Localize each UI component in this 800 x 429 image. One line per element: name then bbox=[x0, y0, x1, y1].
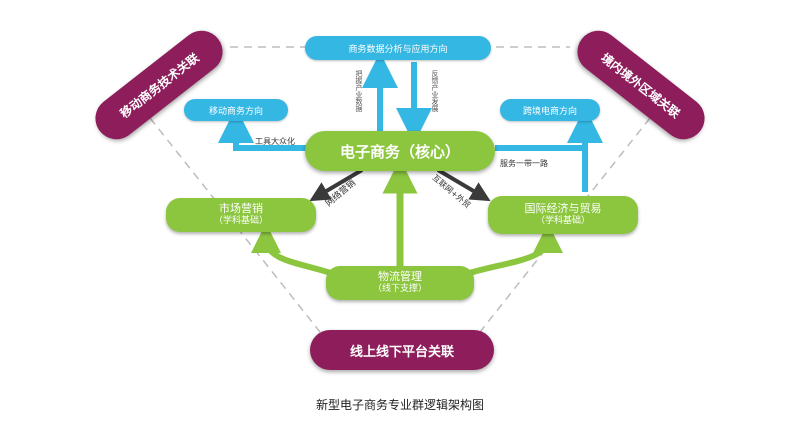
arrow-core-to-mobile bbox=[218, 107, 308, 151]
logistics-subtitle: （线下支撑） bbox=[372, 284, 427, 294]
arrow-core-to-crossborder bbox=[495, 107, 603, 151]
edge-label-feedback: 反馈产业发展 bbox=[431, 70, 439, 112]
node-mobile-commerce-direction: 移动商务方向 bbox=[184, 99, 288, 121]
arrow-logistics-to-trade bbox=[459, 223, 563, 279]
trade-subtitle: （学科基础） bbox=[535, 216, 590, 226]
node-logistics: 物流管理 （线下支撑） bbox=[326, 266, 474, 300]
marketing-title: 市场营销 bbox=[219, 202, 263, 215]
node-online-offline-association: 线上线下平台关联 bbox=[310, 330, 494, 370]
arrow-core-to-marketing bbox=[309, 168, 364, 202]
edge-label-grasp-data: 把握产业数据 bbox=[355, 70, 363, 112]
figure-caption: 新型电子商务专业群逻辑架构图 bbox=[315, 398, 484, 412]
dashed-line-left bbox=[149, 117, 321, 333]
edge-label-tools: 工具大众化 bbox=[255, 137, 295, 146]
node-ecommerce-core: 电子商务（核心） bbox=[305, 131, 495, 171]
marketing-subtitle: （学科基础） bbox=[213, 216, 268, 226]
trade-title: 国际经济与贸易 bbox=[524, 202, 602, 215]
node-cross-border-direction: 跨境电商方向 bbox=[500, 99, 600, 121]
arrow-core-to-trade bbox=[436, 168, 491, 202]
edge-label-belt-road: 服务一带一路 bbox=[500, 159, 548, 168]
node-data-analysis-direction: 商务数据分析与应用方向 bbox=[305, 36, 491, 60]
dashed-line-right bbox=[479, 117, 651, 333]
node-international-trade: 国际经济与贸易 （学科基础） bbox=[488, 196, 638, 234]
logistics-title: 物流管理 bbox=[378, 270, 422, 283]
node-marketing: 市场营销 （学科基础） bbox=[166, 198, 316, 232]
